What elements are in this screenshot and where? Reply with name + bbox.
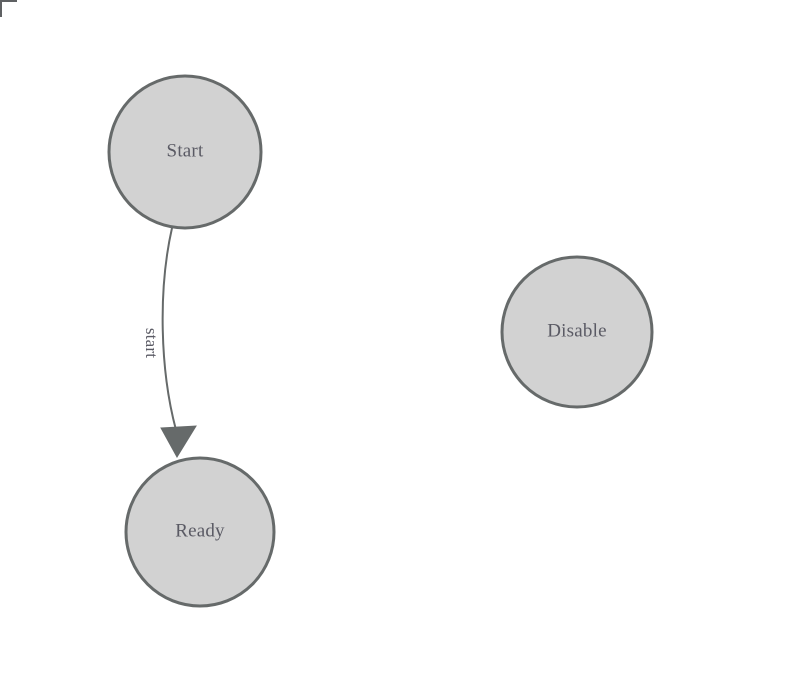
arrowhead-icon	[160, 425, 197, 458]
node-disable-circle	[500, 255, 654, 409]
node-disable-label: Disable	[547, 320, 606, 341]
edge-path-start-to-ready	[161, 227, 177, 431]
node-start-label: Start	[167, 140, 204, 161]
edge-label-start: start	[142, 328, 161, 358]
edge-start-to-ready[interactable]: start	[142, 227, 197, 458]
selection-corner-mark	[0, 0, 17, 17]
node-ready-circle	[124, 456, 276, 608]
node-start[interactable]: Start	[107, 74, 263, 230]
node-start-circle	[107, 74, 263, 230]
node-ready-label: Ready	[175, 520, 225, 541]
node-ready[interactable]: Ready	[124, 456, 276, 608]
node-disable[interactable]: Disable	[500, 255, 654, 409]
